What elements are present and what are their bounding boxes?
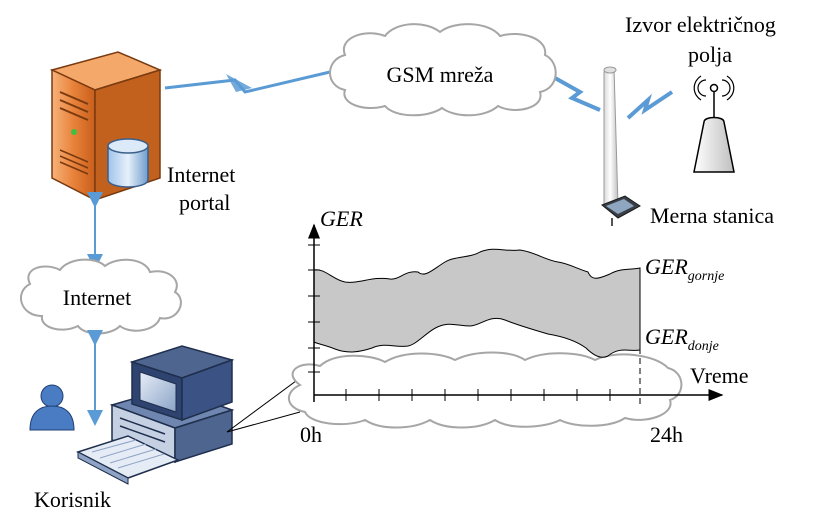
zoom-line-top xyxy=(226,377,301,433)
user-icon xyxy=(29,384,75,431)
portal-label-line2: portal xyxy=(179,190,230,215)
server-gsm-link xyxy=(164,70,331,94)
ger-lower-label: GERdonje xyxy=(645,324,719,354)
computer-icon xyxy=(109,345,235,464)
y-axis-label: GER xyxy=(320,206,363,231)
x-ticks xyxy=(345,389,611,401)
internet-label: Internet xyxy=(63,285,131,310)
antenna-icon xyxy=(693,75,735,173)
source-label-line1: Izvor električnog xyxy=(625,12,776,37)
lightning-link-icon xyxy=(554,76,601,112)
user-label: Korisnik xyxy=(34,487,111,512)
tick-label-end: 24h xyxy=(650,422,683,447)
gsm-cloud: GSM mreža xyxy=(329,23,557,117)
chart-cloud xyxy=(288,351,683,429)
y-ticks xyxy=(308,244,320,373)
database-icon xyxy=(107,138,149,188)
source-station-link xyxy=(626,90,674,120)
zoom-line-bottom xyxy=(226,411,301,433)
source-label-line2: polja xyxy=(688,42,732,67)
measuring-pole-icon xyxy=(601,66,641,226)
cloud-icon xyxy=(20,258,182,335)
x-axis-label: Vreme xyxy=(690,363,749,388)
ger-band xyxy=(313,248,641,358)
lightning-link-icon xyxy=(626,90,674,120)
cloud-icon xyxy=(329,23,557,117)
gsm-station-link xyxy=(554,76,601,112)
tick-label-start: 0h xyxy=(300,422,322,447)
keyboard-icon xyxy=(76,435,180,485)
portal-label-line1: Internet xyxy=(167,162,235,187)
station-label: Merna stanica xyxy=(650,203,774,228)
ger-upper-label: GERgornje xyxy=(645,254,724,284)
internet-cloud: Internet xyxy=(20,258,182,335)
gsm-label: GSM mreža xyxy=(387,62,494,87)
